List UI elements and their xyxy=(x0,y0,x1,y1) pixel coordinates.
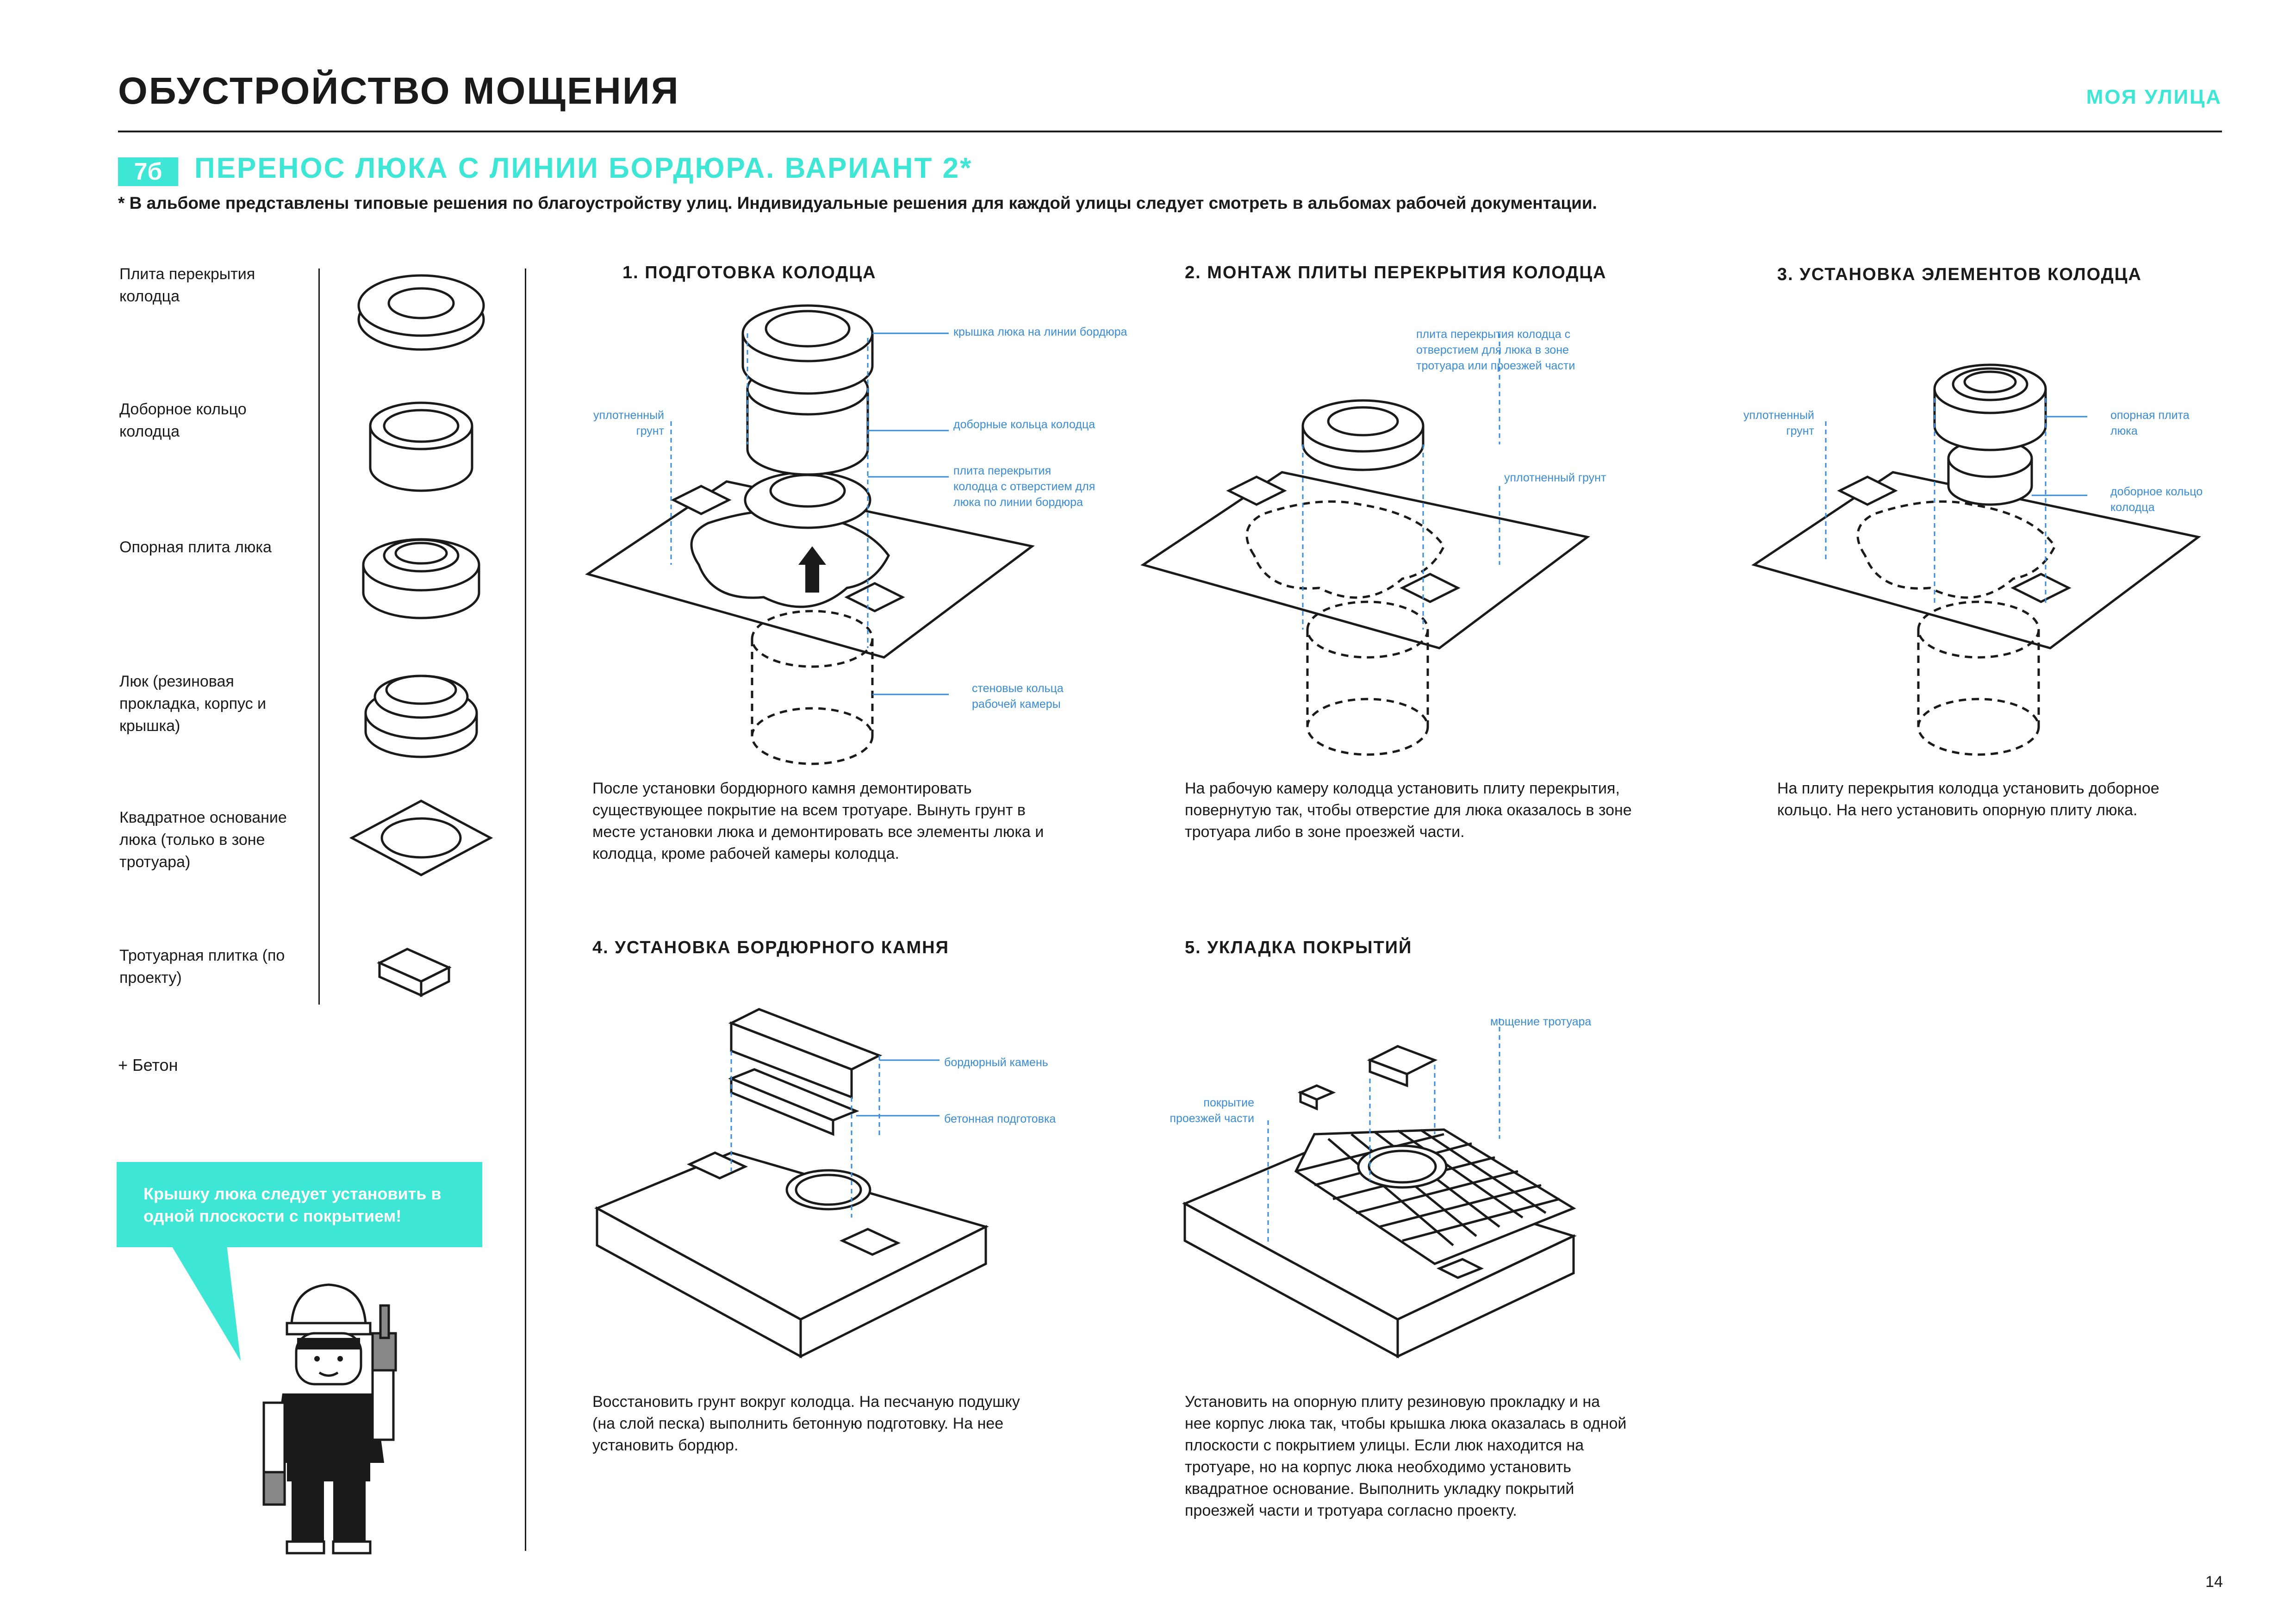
slab-icon xyxy=(357,274,485,351)
step-3-text: На плиту перекрытия колодца установить д… xyxy=(1777,780,2159,819)
step-1-title: 1. ПОДГОТОВКА КОЛОДЦА xyxy=(622,263,877,282)
hatch-icon xyxy=(364,675,478,758)
step-5-title: 5. УКЛАДКА ПОКРЫТИЙ xyxy=(1185,938,1412,957)
step-5-diagram xyxy=(1182,1018,1577,1359)
legend-label-ring: Доборное кольцо колодца xyxy=(119,400,247,440)
column-divider xyxy=(525,269,526,1551)
step-3-note-ring: доборное кольцо колодца xyxy=(2110,485,2203,514)
legend-label-hatch: Люк (резиновая прокладка, корпус и крышк… xyxy=(119,673,267,735)
step-4-title: 4. УСТАНОВКА БОРДЮРНОГО КАМНЯ xyxy=(592,938,949,957)
legend-icons xyxy=(349,274,493,998)
legend-label-square-base: Квадратное основание люка (только в зоне… xyxy=(119,809,287,871)
step-1-diagram xyxy=(585,304,1035,765)
page-title: ОБУСТРОЙСТВО МОЩЕНИЯ xyxy=(118,70,680,112)
step-2-diagram xyxy=(1140,333,1590,756)
footnote: * В альбоме представлены типовые решения… xyxy=(118,194,1597,212)
square-base-icon xyxy=(349,800,493,876)
legend-label-paving-tile: Тротуарная плитка (по проекту) xyxy=(119,947,285,987)
step-4-note-curb: бордюрный камень xyxy=(944,1056,1048,1069)
support-plate-icon xyxy=(362,538,480,619)
brand-label: МОЯ УЛИЦА xyxy=(2086,86,2222,108)
step-5-note-roadway: покрытие проезжей части xyxy=(1170,1096,1254,1125)
legend-label-support-plate: Опорная плита люка xyxy=(119,538,272,556)
step-1-note-walls: стеновые кольца рабочей камеры xyxy=(972,682,1064,711)
worker-illustration xyxy=(262,1283,397,1555)
tip-bubble xyxy=(117,1162,482,1247)
step-2-text: На рабочую камеру колодца установить пли… xyxy=(1185,780,1632,841)
legend-extra-concrete: + Бетон xyxy=(118,1056,178,1074)
section-badge: 7б xyxy=(118,157,178,186)
tip-text: Крышку люка следует установить в одной п… xyxy=(143,1184,442,1225)
step-3-diagram xyxy=(1751,363,2201,756)
step-4-text: Восстановить грунт вокруг колодца. На пе… xyxy=(592,1393,1020,1454)
paving-tile-icon xyxy=(377,948,452,998)
legend-divider xyxy=(318,269,320,1005)
step-1-text: После установки бордюрного камня демонти… xyxy=(592,780,1044,862)
legend-label-slab: Плита перекрытия колодца xyxy=(119,265,255,305)
step-1-note-slab: плита перекрытия колодца с отверстием дл… xyxy=(953,464,1095,509)
ring-icon xyxy=(369,401,473,492)
step-2-note-soil: уплотненный грунт xyxy=(1504,471,1606,484)
step-1-note-cover: крышка люка на линии бордюра xyxy=(953,325,1127,338)
step-2-title: 2. МОНТАЖ ПЛИТЫ ПЕРЕКРЫТИЯ КОЛОДЦА xyxy=(1185,263,1607,282)
step-1-note-soil: уплотненный грунт xyxy=(593,409,664,437)
step-3-note-plate: опорная плита люка xyxy=(2110,409,2190,437)
header-divider xyxy=(118,131,2222,132)
page-number: 14 xyxy=(2205,1573,2223,1591)
step-4-diagram xyxy=(594,1008,989,1359)
step-3-note-soil: уплотненный грунт xyxy=(1743,409,1814,437)
section-title: ПЕРЕНОС ЛЮКА С ЛИНИИ БОРДЮРА. ВАРИАНТ 2* xyxy=(194,152,973,184)
step-3-title: 3. УСТАНОВКА ЭЛЕМЕНТОВ КОЛОДЦА xyxy=(1777,265,2142,284)
bubble-tail xyxy=(171,1245,241,1361)
step-1-note-rings: доборные кольца колодца xyxy=(953,418,1095,431)
step-4-note-concrete: бетонная подготовка xyxy=(944,1112,1056,1125)
step-2-note-slab: плита перекрытия колодца с отверстием дл… xyxy=(1416,328,1575,372)
step-5-note-sidewalk: мощение тротуара xyxy=(1490,1015,1592,1028)
step-5-text: Установить на опорную плиту резиновую пр… xyxy=(1185,1393,1627,1519)
